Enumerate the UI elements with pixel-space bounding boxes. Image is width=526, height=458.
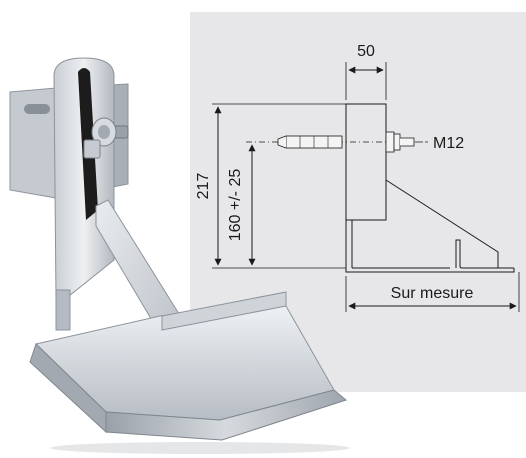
bracket-fin-outline	[385, 179, 499, 268]
dim-base-length-label: Sur mesure	[391, 285, 474, 302]
anchor-bolt-icon	[246, 131, 420, 153]
base-rear-lip	[161, 291, 287, 331]
bolt-nut-icon	[83, 117, 129, 159]
dim-width-label: 50	[357, 43, 375, 60]
dim-total-height-label: 217	[195, 173, 212, 200]
bracket-3d-illustration	[9, 57, 350, 454]
anchor-label: M12	[433, 135, 464, 152]
base-plate-outline	[345, 239, 515, 273]
dim-anchor-height-label: 160 +/- 25	[227, 169, 244, 242]
